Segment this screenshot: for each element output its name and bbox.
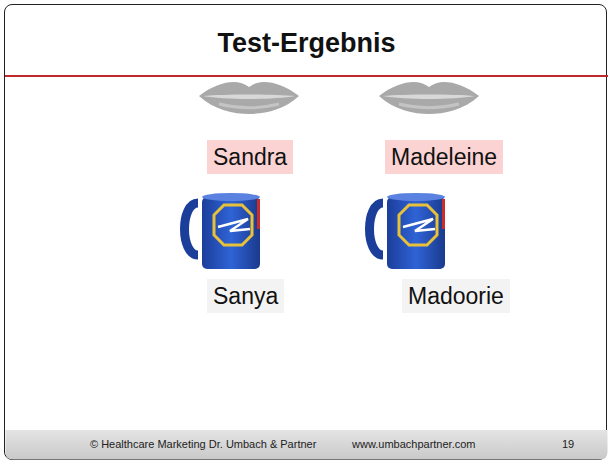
name-label: Madoorie [408,282,504,310]
footer-text: © Healthcare Marketing Dr. Umbach & Part… [90,438,316,450]
name-box: Sanya [207,279,284,313]
slide-frame [4,4,607,460]
page-number: 19 [562,438,574,450]
name-box: Madeleine [385,140,503,174]
lips-icon [199,82,299,114]
name-label: Madeleine [391,143,497,171]
name-box: Sandra [207,140,293,174]
mug-icon [370,193,446,269]
name-box: Madoorie [402,279,510,313]
mug-icon [185,193,261,269]
footer-band-text: © Healthcare Marketing Dr. Umbach & Part… [6,431,607,459]
name-label: Sanya [213,282,278,310]
lips-icon [379,82,479,114]
slide-title: Test-Ergebnis [0,28,613,59]
footer-text: www.umbachpartner.com [352,438,476,450]
footer-band [6,430,608,460]
name-label: Sandra [213,143,287,171]
title-rule [5,75,608,77]
